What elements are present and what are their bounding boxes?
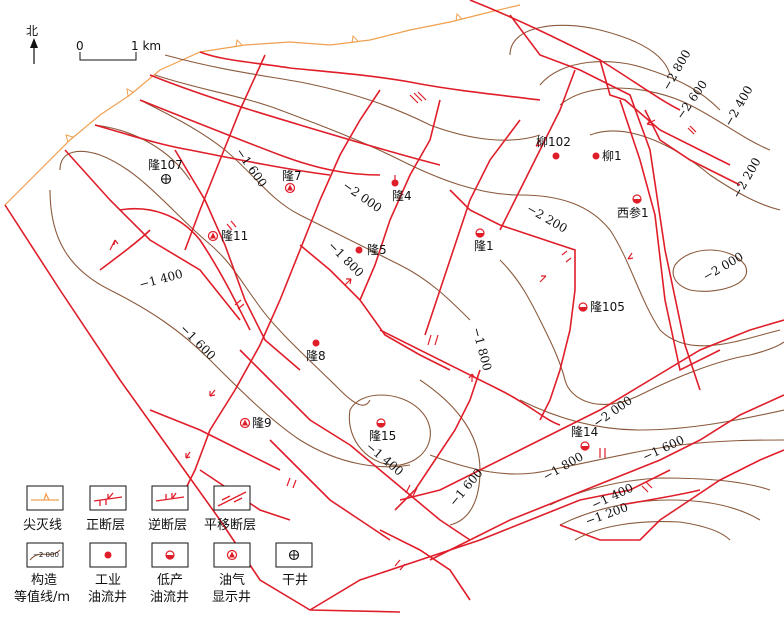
- legend-item-dry-well: 干井: [275, 542, 313, 588]
- well-label: 柳102: [536, 135, 571, 149]
- contour-label: −2 200: [729, 155, 763, 200]
- legend-label-show-well: 油气 显示井: [212, 572, 251, 605]
- well-industrial[interactable]: 隆4: [391, 179, 412, 204]
- contour-label: −2 000: [340, 178, 384, 215]
- legend-item-strike-slip-fault: 平移断层: [204, 485, 256, 533]
- legend-label-strike-slip-fault: 平移断层: [204, 518, 256, 533]
- contour-label: −2 000: [700, 249, 745, 283]
- well-industrial[interactable]: 柳102: [536, 135, 571, 160]
- contour-label: −1 600: [233, 145, 270, 189]
- structure-contours: [49, 24, 784, 541]
- contour-label: −1 600: [446, 466, 485, 509]
- north-arrow: 北: [26, 24, 38, 64]
- legend-item-pinchout: 尖灭线: [23, 485, 64, 533]
- scale-end-label: 1 km: [131, 39, 161, 53]
- well-industrial[interactable]: 隆8: [306, 339, 326, 364]
- well-label: 西参1: [617, 205, 649, 220]
- legend-label-low-well: 低产 油流井: [150, 573, 189, 605]
- well-label: 隆5: [367, 242, 387, 257]
- fault-lines: [4, 0, 784, 613]
- well-low[interactable]: 隆14: [571, 424, 598, 451]
- well-show[interactable]: 隆7: [282, 168, 302, 194]
- contour-labels: −2 800−2 600−2 400−2 200−2 000−1 600−2 0…: [138, 47, 764, 528]
- legend-item-industrial-well: 工业 油流井: [88, 542, 127, 605]
- contour-label: −1 800: [540, 449, 585, 483]
- pinchout-line: [4, 4, 521, 206]
- well-label: 隆11: [221, 228, 248, 243]
- well-label: 隆107: [148, 157, 183, 172]
- contour-label: −2 200: [524, 201, 569, 235]
- contour-label: −1 800: [469, 326, 494, 373]
- well-low[interactable]: 隆105: [578, 299, 625, 314]
- scale-start-label: 0: [76, 39, 84, 53]
- legend-item-normal-fault: 正断层: [86, 485, 127, 533]
- well-label: 隆9: [252, 415, 272, 430]
- well-label: 柳1: [602, 149, 622, 163]
- well-label: 隆1: [474, 238, 494, 253]
- legend-item-contour: −2 000 构造 等值线/m: [14, 542, 70, 605]
- well-show[interactable]: 隆9: [239, 415, 272, 430]
- well-industrial[interactable]: 柳1: [592, 149, 622, 163]
- legend-label-industrial-well: 工业 油流井: [88, 573, 127, 605]
- well-label: 隆15: [369, 428, 396, 443]
- well-dry[interactable]: 隆107: [148, 157, 183, 185]
- well-industrial[interactable]: 隆5: [355, 242, 387, 257]
- legend-item-show-well: 油气 显示井: [212, 542, 251, 605]
- legend-label-pinchout: 尖灭线: [23, 518, 62, 533]
- well-low[interactable]: 西参1: [617, 194, 649, 220]
- well-low[interactable]: 隆1: [474, 228, 494, 253]
- legend-label-contour: 构造 等值线/m: [14, 573, 70, 605]
- well-label: 隆7: [282, 168, 302, 183]
- contour-label: −1 400: [363, 439, 406, 478]
- legend: 尖灭线 正断层 逆断层 平移断层 −2 000 构造 等值线/m: [14, 485, 313, 605]
- legend-item-reverse-fault: 逆断层: [148, 485, 189, 533]
- legend-item-low-well: 低产 油流井: [150, 542, 189, 605]
- legend-label-dry-well: 干井: [282, 573, 308, 588]
- contour-label: −2 400: [721, 83, 755, 128]
- wells-layer: 隆107 隆7 隆11 隆4 隆5 隆1 柳102 柳1 西参1 隆105 隆8 隆9 隆15 隆14: [148, 135, 649, 451]
- well-label: 隆8: [306, 348, 326, 363]
- scale-bar: 0 1 km: [76, 39, 161, 61]
- contour-label: −1 600: [640, 433, 686, 464]
- well-label: 隆105: [590, 299, 625, 314]
- legend-label-reverse-fault: 逆断层: [148, 517, 187, 533]
- well-label: 隆4: [392, 188, 412, 203]
- contour-label: −1 600: [177, 322, 218, 363]
- contour-label: −1 400: [138, 267, 185, 292]
- legend-contour-sample: −2 000: [33, 551, 59, 559]
- well-show[interactable]: 隆11: [207, 228, 249, 243]
- well-low[interactable]: 隆15: [369, 418, 396, 443]
- north-label: 北: [26, 24, 38, 38]
- well-label: 隆14: [571, 424, 598, 439]
- legend-label-normal-fault: 正断层: [86, 518, 125, 533]
